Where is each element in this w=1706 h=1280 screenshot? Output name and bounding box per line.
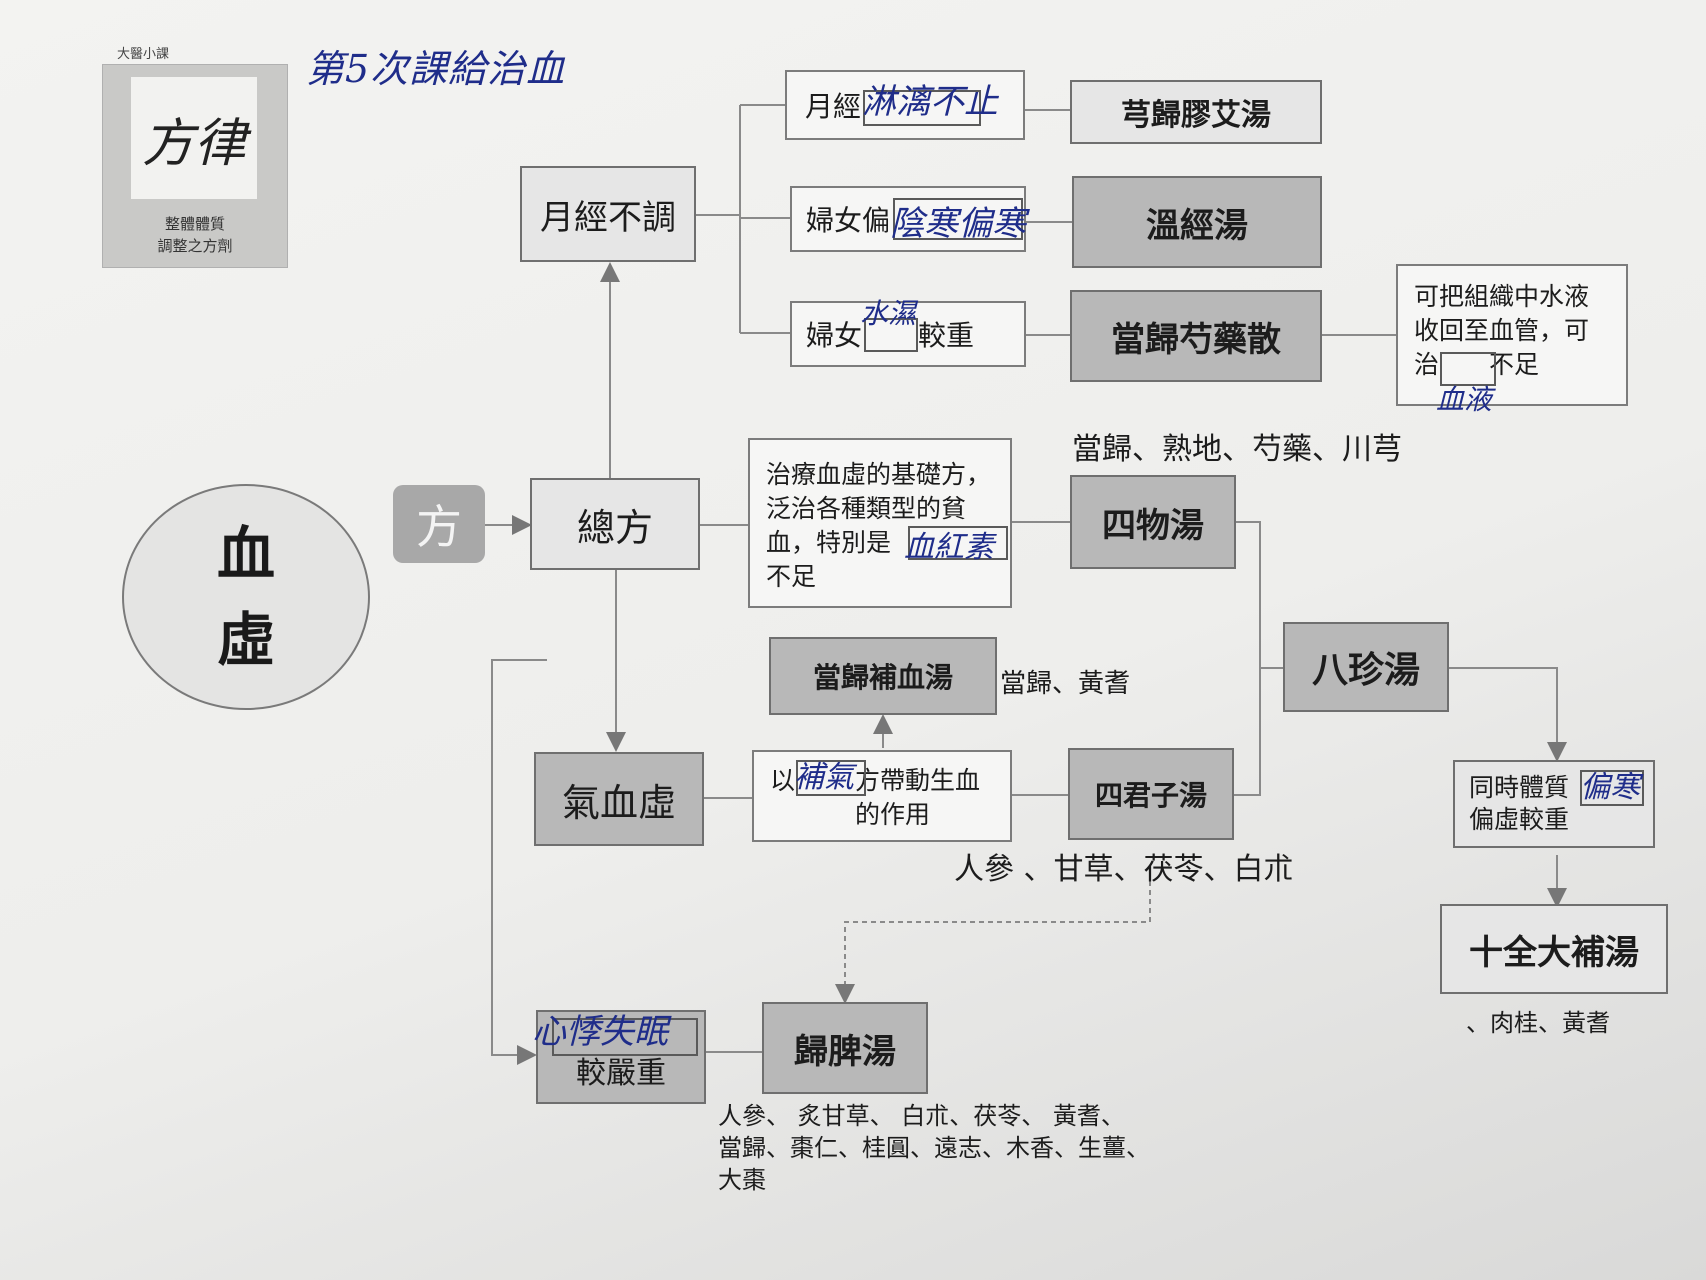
base-note-text: 治療血虛的基礎方， 泛治各種類型的貧 血，特別是 不足 [766, 460, 992, 591]
blood-deficiency-circle: 血 虛 [122, 484, 370, 710]
zongfang-label: 總方 [576, 505, 653, 550]
booklet-cover: 大醫小課 方律 整體體質 調整之方劑 [102, 47, 288, 268]
bazhen-box: 八珍湯 [1283, 622, 1449, 712]
buxue-label: 當歸補血湯 [812, 661, 953, 694]
qixue-label: 氣血虛 [561, 780, 676, 825]
blank-water-note [1440, 352, 1496, 386]
hand-water: 水濕 [860, 297, 917, 330]
yi-box: 以 方帶動生血 的作用 [752, 750, 1012, 842]
women-water-box: 婦女 較重 [790, 301, 1026, 367]
women-bias-box: 婦女偏 [790, 186, 1026, 252]
guipi-box: 歸脾湯 [762, 1002, 928, 1094]
danggui-shaoyao-box: 當歸芍藥散 [1070, 290, 1322, 382]
mens-condition-box: 月經 [785, 70, 1025, 140]
menstrual-irregular-label: 月經不調 [540, 197, 676, 238]
fang-tag-label: 方 [416, 500, 462, 554]
same-time-text: 同時體質 偏虛較重 [1469, 773, 1570, 834]
hand-base-note: 血紅素 [904, 530, 994, 565]
same-time-box: 同時體質 偏虛較重 [1453, 760, 1655, 848]
severe-box: 較嚴重 [536, 1010, 706, 1104]
blank-same-time [1580, 770, 1644, 806]
blank-mens [863, 90, 981, 126]
sijunzi-herbs: 人參 、甘草、茯苓、白朮 [954, 852, 1294, 887]
jiao-ai-decoction-label: 芎歸膠艾湯 [1121, 98, 1271, 133]
women-water-prefix: 婦女 [806, 319, 863, 352]
buxue-box: 當歸補血湯 [769, 637, 997, 715]
shiquan-box: 十全大補湯 [1440, 904, 1668, 994]
siwu-box: 四物湯 [1070, 475, 1236, 569]
zongfang-box: 總方 [530, 478, 700, 570]
booklet-calligraphy: 方律 [141, 113, 246, 174]
hand-yi: 補氣 [794, 760, 854, 795]
wenjing-decoction-box: 溫經湯 [1072, 176, 1322, 268]
hand-mens: 淋漓不止 [862, 82, 998, 122]
water-note-text: 可把組織中水液 收回至血管，可 治 不足 [1414, 282, 1590, 379]
blank-severe [552, 1018, 698, 1056]
shiquan-label: 十全大補湯 [1469, 932, 1639, 973]
hand-severe: 心悸失眠 [532, 1012, 668, 1052]
booklet-caption: 整體體質 調整之方劑 [157, 215, 233, 255]
yi-prefix: 以 [770, 766, 796, 795]
blank-water [864, 318, 918, 352]
severe-label: 較嚴重 [576, 1056, 666, 1091]
siwu-label: 四物湯 [1102, 505, 1204, 546]
booklet-series: 大醫小課 [117, 47, 170, 62]
hand-women: 陰寒偏寒 [890, 204, 1026, 244]
mens-prefix: 月經 [805, 90, 862, 123]
women-water-suffix: 較重 [918, 319, 975, 352]
handwritten-title: 第5次課給治血 [306, 47, 566, 91]
sijunzi-box: 四君子湯 [1068, 748, 1234, 840]
base-note-box: 治療血虛的基礎方， 泛治各種類型的貧 血，特別是 不足 [748, 438, 1012, 608]
danggui-shaoyao-label: 當歸芍藥散 [1111, 319, 1281, 360]
fang-tag: 方 [393, 485, 485, 563]
jiao-ai-decoction-box: 芎歸膠艾湯 [1070, 80, 1322, 144]
blank-women [893, 198, 1023, 240]
shiquan-herbs: 、肉桂、黃耆 [1466, 1009, 1610, 1037]
blank-base-note [908, 526, 1008, 560]
siwu-herbs: 當歸、熟地、芍藥、川芎 [1072, 432, 1402, 467]
guipi-label: 歸脾湯 [794, 1031, 896, 1072]
buxue-herbs: 當歸、黃耆 [1000, 669, 1131, 699]
yi-suffix: 方帶動生血 的作用 [855, 766, 981, 829]
center-label: 血 虛 [216, 520, 275, 674]
bazhen-label: 八珍湯 [1311, 649, 1420, 691]
wenjing-decoction-label: 溫經湯 [1146, 205, 1248, 246]
menstrual-irregular-box: 月經不調 [520, 166, 696, 262]
guipi-herbs: 人參、 炙甘草、 白朮、茯苓、 黃耆、 當歸、棗仁、桂圓、遠志、木香、生薑、 大… [718, 1102, 1150, 1194]
qixue-box: 氣血虛 [534, 752, 704, 846]
water-note-box: 可把組織中水液 收回至血管，可 治 不足 [1396, 264, 1628, 406]
sijunzi-label: 四君子湯 [1094, 779, 1207, 812]
hand-water-note: 血液 [1436, 383, 1493, 416]
blank-yi [796, 760, 866, 796]
booklet-calligraphy-panel: 方律 [131, 77, 257, 199]
women-bias-prefix: 婦女偏 [806, 204, 891, 237]
hand-same-time: 偏寒 [1580, 770, 1640, 805]
